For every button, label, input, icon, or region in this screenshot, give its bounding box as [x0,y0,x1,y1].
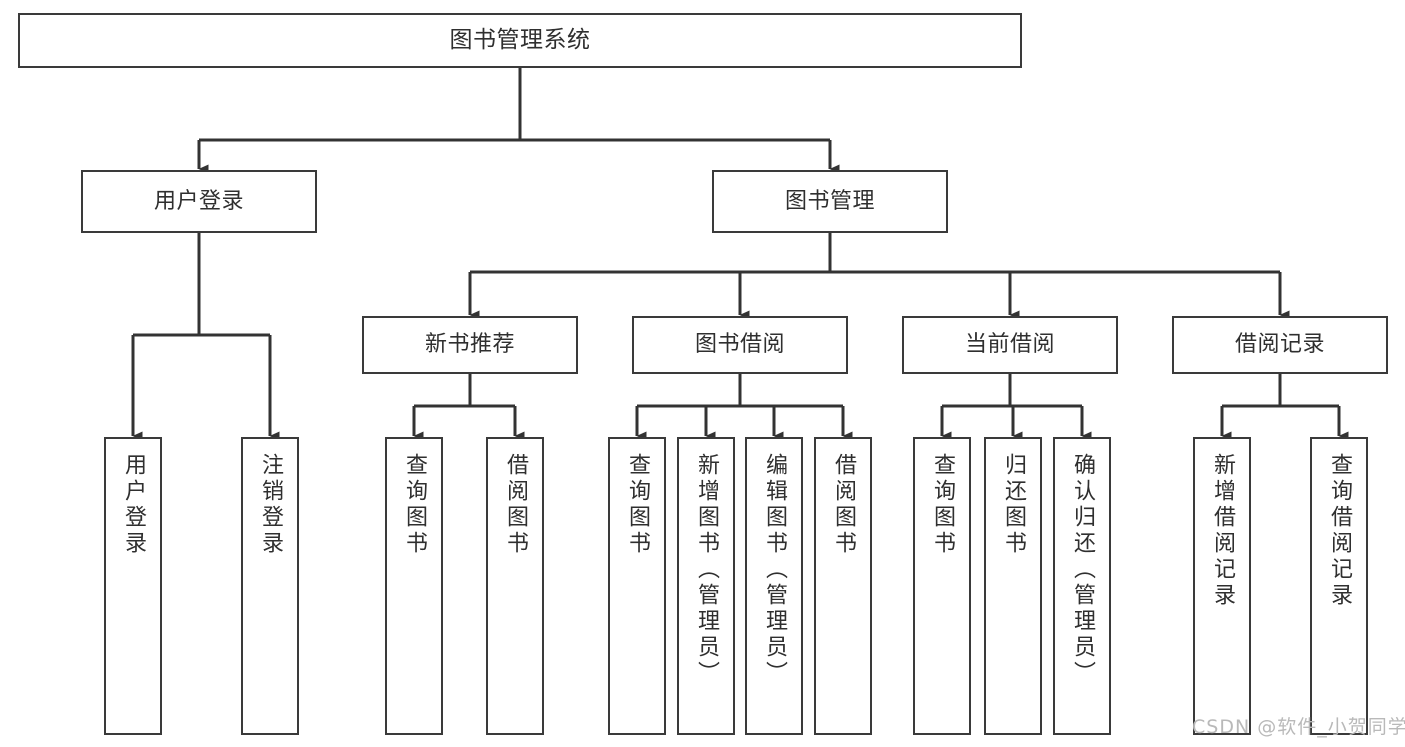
node-label: 用户登录 [153,188,244,214]
node-l-q1[interactable]: 查询图书 [385,437,443,735]
node-label: 编辑图书（管理员） [762,453,787,687]
node-label: 借阅记录 [1234,332,1325,358]
node-borrow[interactable]: 图书借阅 [632,316,848,374]
node-label: 图书管理系统 [449,26,591,53]
node-label: 借阅图书 [503,453,528,557]
node-bookmgmt[interactable]: 图书管理 [712,170,948,233]
csdn-watermark: CSDN @软件_小贺同学 [1192,716,1405,738]
node-records[interactable]: 借阅记录 [1172,316,1388,374]
node-label: 查询图书 [402,453,427,557]
node-l-return[interactable]: 归还图书 [984,437,1042,735]
node-l-login[interactable]: 用户登录 [104,437,162,735]
node-label: 注销登录 [258,453,283,557]
node-l-edit[interactable]: 编辑图书（管理员） [745,437,803,735]
node-label: 归还图书 [1001,453,1026,557]
node-l-q3[interactable]: 查询图书 [913,437,971,735]
node-label: 图书管理 [784,188,875,214]
node-label: 新增借阅记录 [1210,453,1235,609]
node-label: 确认归还（管理员） [1070,453,1095,687]
node-l-logout[interactable]: 注销登录 [241,437,299,735]
node-root[interactable]: 图书管理系统 [18,13,1022,68]
node-label: 查询借阅记录 [1327,453,1352,609]
node-l-add[interactable]: 新增图书（管理员） [677,437,735,735]
node-l-q2[interactable]: 查询图书 [608,437,666,735]
node-login[interactable]: 用户登录 [81,170,317,233]
node-label: 新书推荐 [424,332,515,358]
node-l-b2[interactable]: 借阅图书 [814,437,872,735]
node-label: 新增图书（管理员） [694,453,719,687]
node-label: 用户登录 [121,453,146,557]
edge-layer [131,68,1349,441]
node-label: 查询图书 [930,453,955,557]
node-l-b1[interactable]: 借阅图书 [486,437,544,735]
node-label: 图书借阅 [694,332,785,358]
node-label: 当前借阅 [964,332,1055,358]
node-label: 查询图书 [625,453,650,557]
node-current[interactable]: 当前借阅 [902,316,1118,374]
node-l-addrec[interactable]: 新增借阅记录 [1193,437,1251,735]
node-l-confirm[interactable]: 确认归还（管理员） [1053,437,1111,735]
node-l-qrec[interactable]: 查询借阅记录 [1310,437,1368,735]
node-label: 借阅图书 [831,453,856,557]
node-newbooks[interactable]: 新书推荐 [362,316,578,374]
